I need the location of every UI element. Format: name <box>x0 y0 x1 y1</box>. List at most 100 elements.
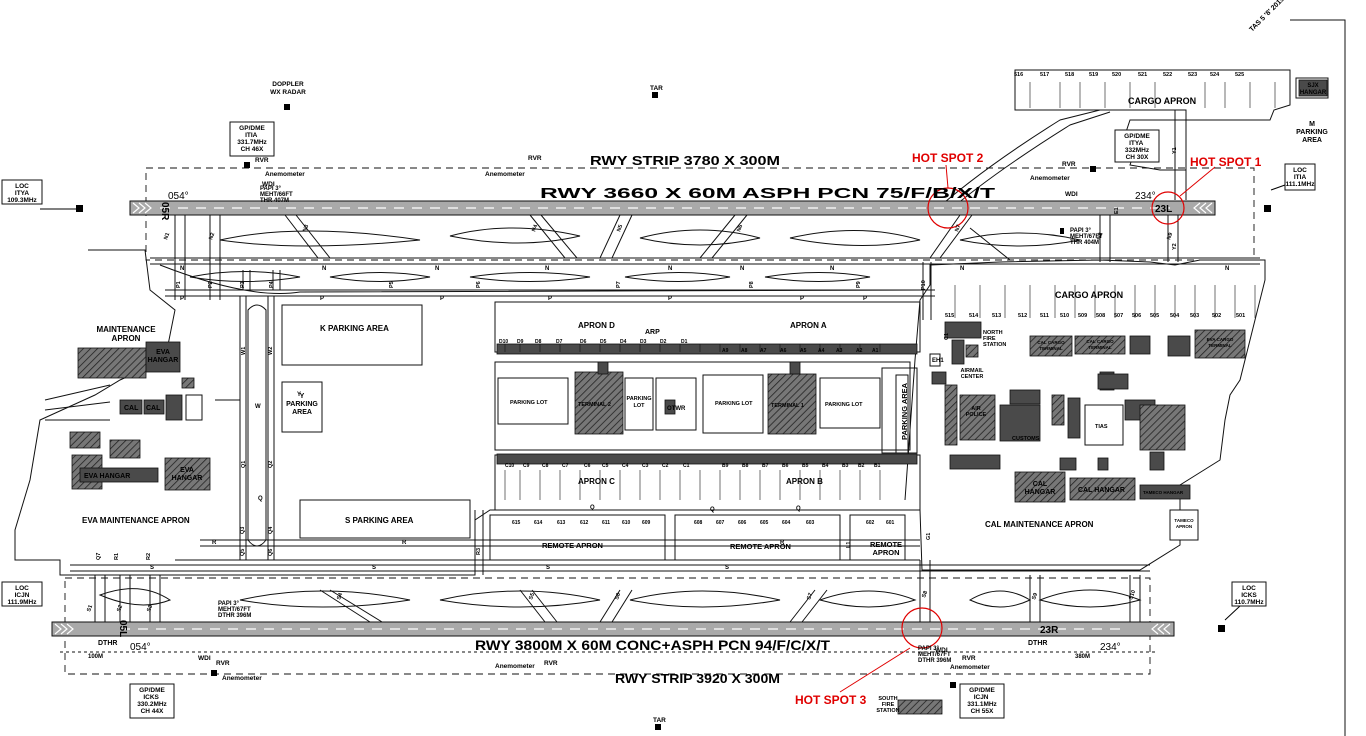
anemometer-label-2: Anemometer <box>485 171 525 178</box>
s-parking-label: S PARKING AREA <box>345 516 414 525</box>
eva-hangar-2-label: EVA HANGAR <box>84 473 130 480</box>
stand-apron-b: B5 <box>802 463 809 469</box>
taxiway-n-label: N <box>960 266 964 272</box>
corner-note: TAS 5 '8' 2019 ANNUAL CHANGE 0.05° W <box>1248 0 1350 33</box>
stand-remote-w: 613 <box>557 520 566 526</box>
stand-apron-d: D7 <box>556 339 563 345</box>
east-buildings <box>897 79 1328 715</box>
taxiway-p-label: P <box>180 296 184 302</box>
stand-remote-w: 612 <box>580 520 589 526</box>
rvr-label-4: RVR <box>216 660 230 667</box>
south-runway-end-e: 23R <box>1040 625 1059 636</box>
stand-remote-m: 607 <box>716 520 725 526</box>
taxiway-north-exit: N4 <box>531 223 539 233</box>
north-runway-end-w: 05R <box>159 202 170 221</box>
stand-remote-w: 610 <box>622 520 631 526</box>
south-taxiways <box>60 539 1155 653</box>
taxiway-north-exit: N7 <box>954 224 962 233</box>
taxiway-other-label: W1 <box>241 347 247 355</box>
hot-spot-1-label: HOT SPOT 1 <box>1190 155 1262 169</box>
cargo-apron-east-label: CARGO APRON <box>1055 290 1123 300</box>
taxiway-s-label: S <box>150 565 154 571</box>
taxiway-south-exit: S5 <box>528 592 536 600</box>
stand-apron-a: A7 <box>760 348 767 354</box>
stand-cargo-east: 509 <box>1078 313 1087 319</box>
parking-lot-3-label: PARKING LOT <box>715 401 753 407</box>
taxiway-r-label: R <box>780 540 785 546</box>
stand-cargo-north: 521 <box>1138 72 1147 78</box>
stand-apron-c: C4 <box>622 463 629 469</box>
taxiway-s-label: S <box>372 565 376 571</box>
stand-apron-a: A5 <box>800 348 807 354</box>
eva-maint-label: EVA MAINTENANCE APRON <box>82 516 190 525</box>
central-terminal-area <box>281 301 921 561</box>
south-runway-designation: RWY 3800M X 60M CONC+ASPH PCN 94/F/C/X/T <box>475 637 830 653</box>
stand-apron-a: A1 <box>872 348 879 354</box>
stand-cargo-east: 503 <box>1190 313 1199 319</box>
stand-apron-b: B8 <box>742 463 749 469</box>
north-runway-strip-label: RWY STRIP 3780 X 300M <box>590 153 780 168</box>
taxiway-n-label: N <box>1225 266 1229 272</box>
frame <box>1290 19 1346 736</box>
stand-remote-m: 608 <box>694 520 703 526</box>
stand-apron-c: C1 <box>683 463 690 469</box>
cargo-apron-north-label: CARGO APRON <box>1128 96 1196 106</box>
anemometer-label-3: Anemometer <box>1030 175 1070 182</box>
stand-cargo-north: 524 <box>1210 72 1220 78</box>
stand-apron-a: A6 <box>780 348 787 354</box>
taxiway-n-label: N <box>668 266 672 272</box>
taxiway-p-label: P <box>320 296 324 302</box>
tar-label-s: TAR <box>653 717 666 724</box>
taxiway-other-label: L1 <box>846 542 852 548</box>
cal-label-1: CAL <box>124 405 139 412</box>
tar-label-n: TAR <box>650 85 663 92</box>
parking-area-vertical-label: PARKING AREA <box>900 382 909 440</box>
taxiway-other-label: Q4 <box>268 526 274 534</box>
taxiway-q-label: Q <box>710 507 715 513</box>
stand-cargo-east: 507 <box>1114 313 1123 319</box>
south-runway-strip-label: RWY STRIP 3920 X 300M <box>615 671 780 686</box>
stand-apron-d: D8 <box>535 339 542 345</box>
stand-apron-d: D1 <box>681 339 688 345</box>
stand-remote-m: 606 <box>738 520 747 526</box>
cal-maint-label: CAL MAINTENANCE APRON <box>985 520 1094 529</box>
wdi-label-1: WDI <box>262 181 275 188</box>
taxiway-p-connector: P9 <box>856 281 862 288</box>
wdi-label-2: WDI <box>1065 191 1078 198</box>
south-runway-end-w: 05L <box>117 620 128 637</box>
stand-remote-w: 615 <box>512 520 521 526</box>
stand-apron-d: D6 <box>580 339 587 345</box>
taxiway-other-label: Q6 <box>268 549 274 556</box>
rvr-label-6: RVR <box>962 655 976 662</box>
stand-apron-b: B6 <box>782 463 789 469</box>
taxiway-q-label: Q <box>258 496 263 502</box>
stand-apron-c: C2 <box>662 463 669 469</box>
stand-apron-d: D5 <box>600 339 607 345</box>
taxiway-other-label: Q7 <box>96 553 102 560</box>
anemometer-label-5: Anemometer <box>495 663 535 670</box>
stand-remote-m: 604 <box>782 520 791 526</box>
taxiway-w-label: W <box>255 404 261 410</box>
stand-cargo-north: 525 <box>1235 72 1244 78</box>
south-heading-w: 054° <box>130 642 151 653</box>
tias-label: TIAS <box>1095 424 1108 430</box>
remote-apron-m-label: REMOTE APRON <box>730 542 791 551</box>
apron-a-label: APRON A <box>790 321 827 330</box>
south-dthr-e: DTHR <box>1028 640 1047 647</box>
south-dthr-w: DTHR <box>98 640 117 647</box>
remote-apron-w-label: REMOTE APRON <box>542 541 603 550</box>
taxiway-south-exit: S6 <box>614 592 622 600</box>
taxiway-south-exit: S1 <box>86 604 94 612</box>
stand-cargo-east: 504 <box>1170 313 1180 319</box>
terminal-2-label: TERMINAL 2 <box>578 402 611 408</box>
